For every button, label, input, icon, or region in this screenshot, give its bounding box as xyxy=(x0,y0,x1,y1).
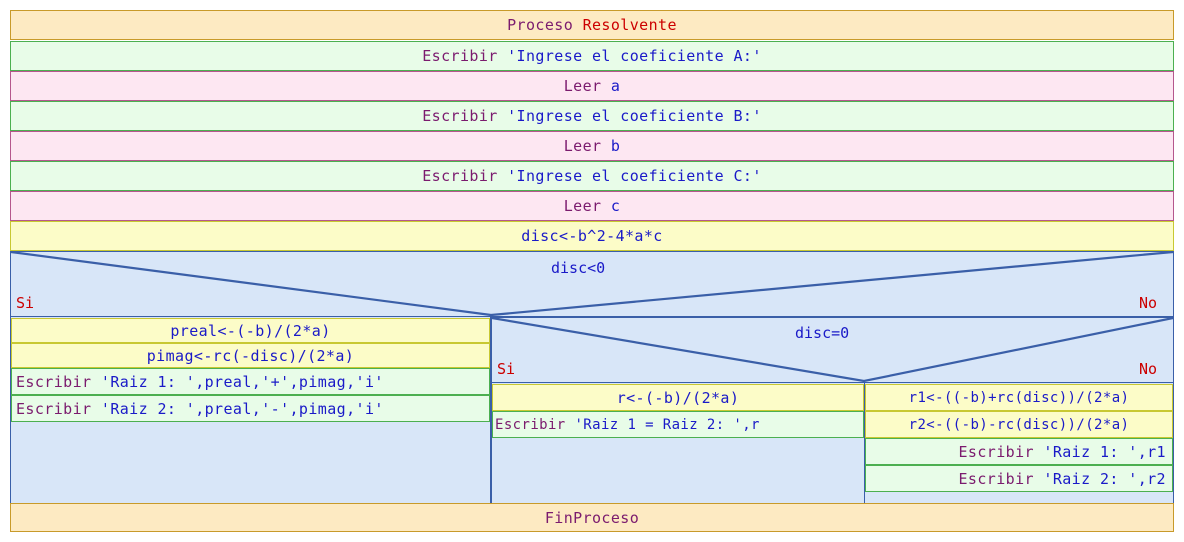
decision-inner-no-label: No xyxy=(1139,360,1158,378)
statement-expression: 'Raiz 1: ',preal,'+',pimag,'i' xyxy=(100,372,384,391)
decision-outer-condition: disc<0 xyxy=(551,259,606,277)
statement-keyword: Escribir xyxy=(16,399,101,418)
statement-expression: a xyxy=(610,77,621,95)
statement-expression: 'Ingrese el coeficiente A:' xyxy=(507,47,762,65)
statement-expression: 'Raiz 1 = Raiz 2: ',r xyxy=(574,416,760,433)
statement-expression: r2<-((-b)-rc(disc))/(2*a) xyxy=(908,416,1130,433)
statement-leer-a[interactable]: Leer a xyxy=(10,71,1174,101)
decision-inner-yes-label: Si xyxy=(497,360,516,378)
statement-keyword: Leer xyxy=(563,197,611,215)
statement-expression: disc<-b^2-4*a*c xyxy=(521,227,663,245)
branch-positive-escribir-raiz2[interactable]: Escribir 'Raiz 2: ',r2 xyxy=(865,465,1173,492)
branch-zero-escribir-raices[interactable]: Escribir 'Raiz 1 = Raiz 2: ',r xyxy=(492,411,864,438)
statement-expression: 'Raiz 2: ',preal,'-',pimag,'i' xyxy=(100,399,384,418)
process-name: Resolvente xyxy=(582,16,677,34)
branch-zero-assign-r[interactable]: r<-(-b)/(2*a) xyxy=(492,384,864,411)
statement-assign-disc[interactable]: disc<-b^2-4*a*c xyxy=(10,221,1174,251)
statement-keyword: Escribir xyxy=(495,416,575,433)
statement-keyword: Escribir xyxy=(958,442,1044,461)
statement-keyword: Escribir xyxy=(16,372,101,391)
statement-keyword: Escribir xyxy=(422,47,508,65)
statement-escribir-b[interactable]: Escribir 'Ingrese el coeficiente B:' xyxy=(10,101,1174,131)
decision-outer-no-label: No xyxy=(1139,294,1158,312)
statement-keyword: Escribir xyxy=(422,107,508,125)
statement-keyword: Escribir xyxy=(958,469,1044,488)
process-footer-block[interactable]: FinProceso xyxy=(10,503,1174,532)
statement-keyword: Leer xyxy=(563,137,611,155)
branch-negative-assign-pimag[interactable]: pimag<-rc(-disc)/(2*a) xyxy=(11,343,490,368)
statement-expression: b xyxy=(610,137,621,155)
statement-expression: 'Ingrese el coeficiente C:' xyxy=(507,167,762,185)
statement-leer-b[interactable]: Leer b xyxy=(10,131,1174,161)
statement-expression: preal<-(-b)/(2*a) xyxy=(170,321,331,340)
branch-positive-assign-r1[interactable]: r1<-((-b)+rc(disc))/(2*a) xyxy=(865,384,1173,411)
branch-negative-assign-preal[interactable]: preal<-(-b)/(2*a) xyxy=(11,318,490,343)
branch-negative-escribir-raiz2[interactable]: Escribir 'Raiz 2: ',preal,'-',pimag,'i' xyxy=(11,395,490,422)
statement-escribir-a[interactable]: Escribir 'Ingrese el coeficiente A:' xyxy=(10,41,1174,71)
statement-expression: 'Ingrese el coeficiente B:' xyxy=(507,107,762,125)
statement-expression: pimag<-rc(-disc)/(2*a) xyxy=(146,346,355,365)
statement-expression: r<-(-b)/(2*a) xyxy=(616,388,740,407)
statement-expression: 'Raiz 1: ',r1 xyxy=(1043,442,1166,461)
decision-inner-condition: disc=0 xyxy=(795,324,850,342)
process-end-keyword: FinProceso xyxy=(544,508,640,527)
branch-positive-assign-r2[interactable]: r2<-((-b)-rc(disc))/(2*a) xyxy=(865,411,1173,438)
branch-positive-escribir-raiz1[interactable]: Escribir 'Raiz 1: ',r1 xyxy=(865,438,1173,465)
statement-expression: r1<-((-b)+rc(disc))/(2*a) xyxy=(908,389,1130,406)
statement-expression: c xyxy=(610,197,621,215)
process-keyword: Proceso xyxy=(507,16,583,34)
statement-keyword: Leer xyxy=(563,77,611,95)
process-header-block[interactable]: Proceso Resolvente xyxy=(10,10,1174,40)
statement-leer-c[interactable]: Leer c xyxy=(10,191,1174,221)
statement-keyword: Escribir xyxy=(422,167,508,185)
decision-outer-yes-label: Si xyxy=(16,294,35,312)
statement-expression: 'Raiz 2: ',r2 xyxy=(1043,469,1166,488)
branch-negative-escribir-raiz1[interactable]: Escribir 'Raiz 1: ',preal,'+',pimag,'i' xyxy=(11,368,490,395)
statement-escribir-c[interactable]: Escribir 'Ingrese el coeficiente C:' xyxy=(10,161,1174,191)
